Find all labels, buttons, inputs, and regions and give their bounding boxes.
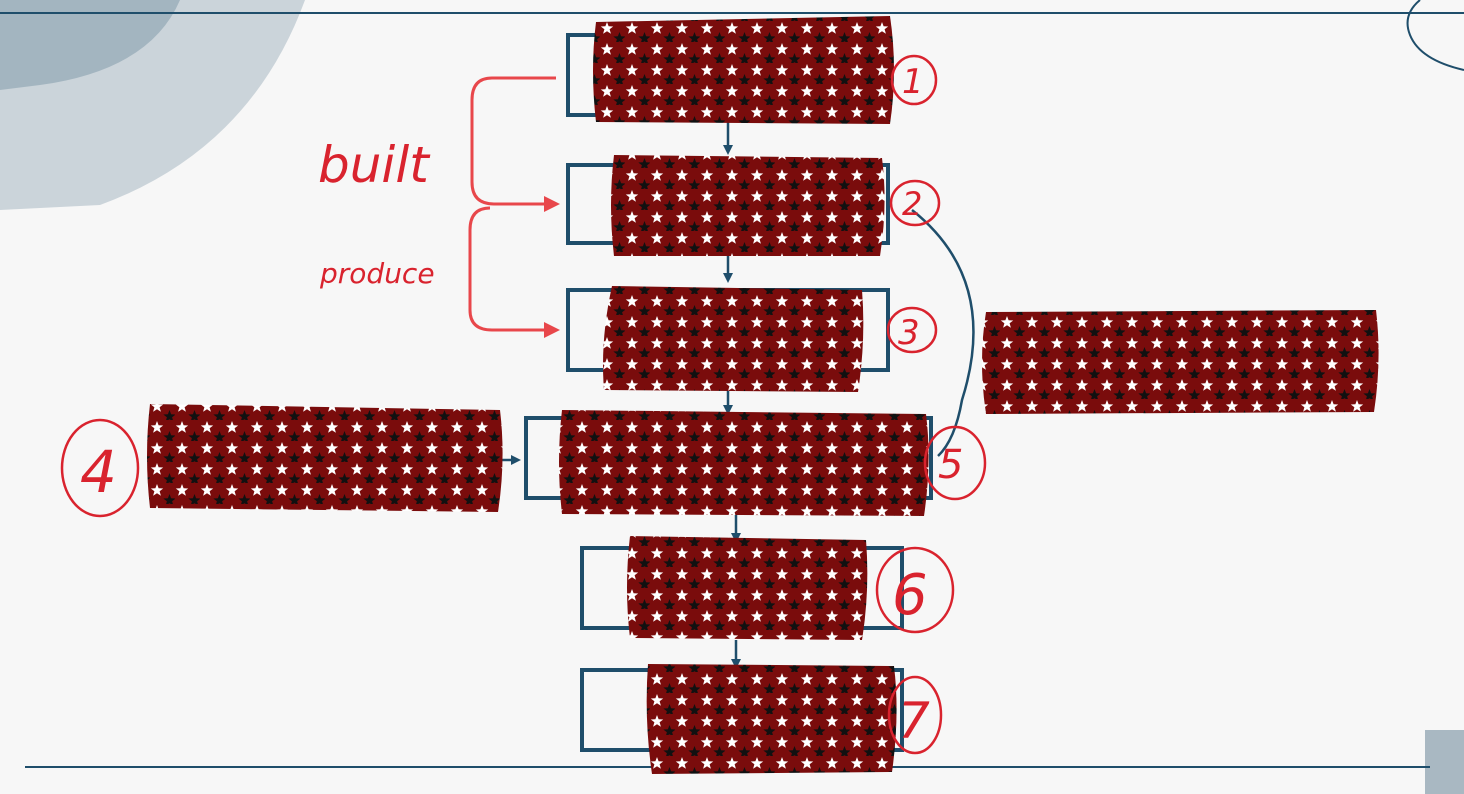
bracket-built — [470, 76, 560, 212]
number-4: 4 — [80, 438, 117, 506]
circle-number-6 — [875, 546, 955, 634]
circle-number-5 — [923, 425, 987, 501]
annotation-built: built — [318, 136, 431, 194]
bracket-produce — [468, 206, 560, 338]
annotation-produce: produce — [319, 257, 435, 290]
circled-numbers — [60, 54, 987, 755]
redaction-block-3 — [603, 286, 864, 392]
redaction-block-2 — [611, 155, 885, 256]
number-6: 6 — [892, 563, 928, 628]
circle-number-1 — [890, 54, 938, 106]
number-7: 7 — [898, 692, 930, 750]
redaction-block-side — [982, 310, 1379, 414]
circle-number-2 — [889, 179, 941, 227]
curved-connector-2-to-5 — [911, 209, 975, 457]
circle-number-3 — [886, 306, 938, 354]
number-2: 2 — [902, 185, 922, 223]
redaction-block-6 — [627, 536, 868, 640]
number-5: 5 — [938, 442, 963, 488]
circle-number-4 — [60, 418, 140, 518]
redaction-block-5 — [559, 410, 929, 516]
redaction-block-7 — [646, 664, 897, 774]
red-bracket-connectors — [468, 76, 560, 338]
flow-arrows — [500, 118, 741, 669]
redaction-block-4 — [147, 404, 503, 512]
number-3: 3 — [898, 313, 920, 353]
circle-number-7 — [887, 675, 943, 755]
redaction-blocks — [147, 16, 1379, 774]
corner-ink-mark — [1406, 0, 1464, 71]
redaction-block-1 — [593, 16, 894, 124]
number-1: 1 — [902, 62, 924, 102]
